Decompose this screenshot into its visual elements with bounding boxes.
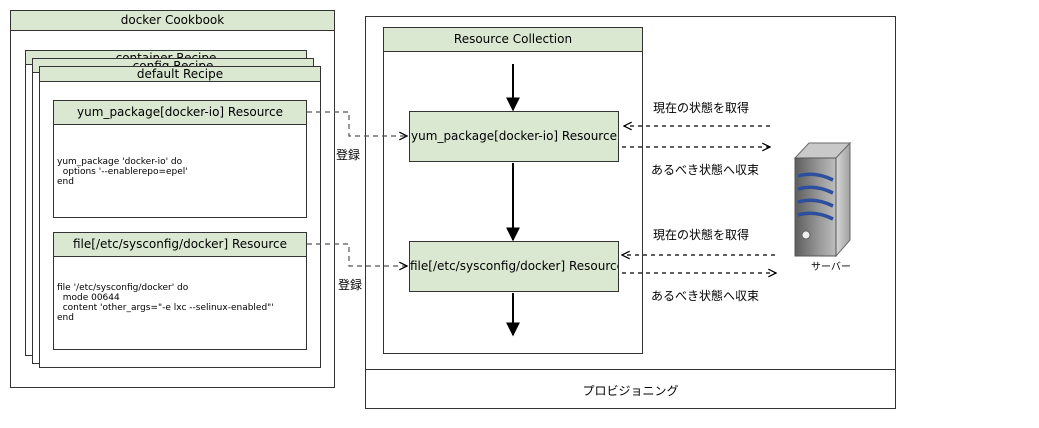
register-label-2: 登録 bbox=[338, 278, 363, 292]
resource-code-file: file '/etc/sysconfig/docker' do mode 006… bbox=[57, 283, 274, 323]
register-connector-1 bbox=[307, 111, 407, 136]
converge-label-2: あるべき状態へ収束 bbox=[651, 289, 760, 303]
recipe-title-default: default Recipe bbox=[39, 66, 321, 82]
resource-title-file: file[/etc/sysconfig/docker] Resource bbox=[53, 232, 307, 257]
register-connector-2 bbox=[307, 243, 407, 266]
server-label: サーバー bbox=[811, 262, 851, 273]
cookbook-title: docker Cookbook bbox=[10, 10, 335, 31]
converge-label-1: あるべき状態へ収束 bbox=[651, 163, 760, 177]
server-icon bbox=[793, 141, 852, 258]
register-label-1: 登録 bbox=[336, 148, 361, 162]
resource-collection-title: Resource Collection bbox=[383, 27, 643, 52]
resource-code-yum: yum_package 'docker-io' do options '--en… bbox=[57, 157, 188, 187]
provisioning-divider bbox=[365, 369, 896, 370]
get-state-label-1: 現在の状態を取得 bbox=[653, 101, 750, 115]
get-state-label-2: 現在の状態を取得 bbox=[653, 228, 750, 242]
collection-item-file: file[/etc/sysconfig/docker] Resource bbox=[409, 241, 619, 292]
resource-title-yum: yum_package[docker-io] Resource bbox=[53, 100, 307, 125]
provisioning-label: プロビジョニング bbox=[582, 384, 679, 398]
collection-item-yum: yum_package[docker-io] Resource bbox=[409, 111, 619, 162]
